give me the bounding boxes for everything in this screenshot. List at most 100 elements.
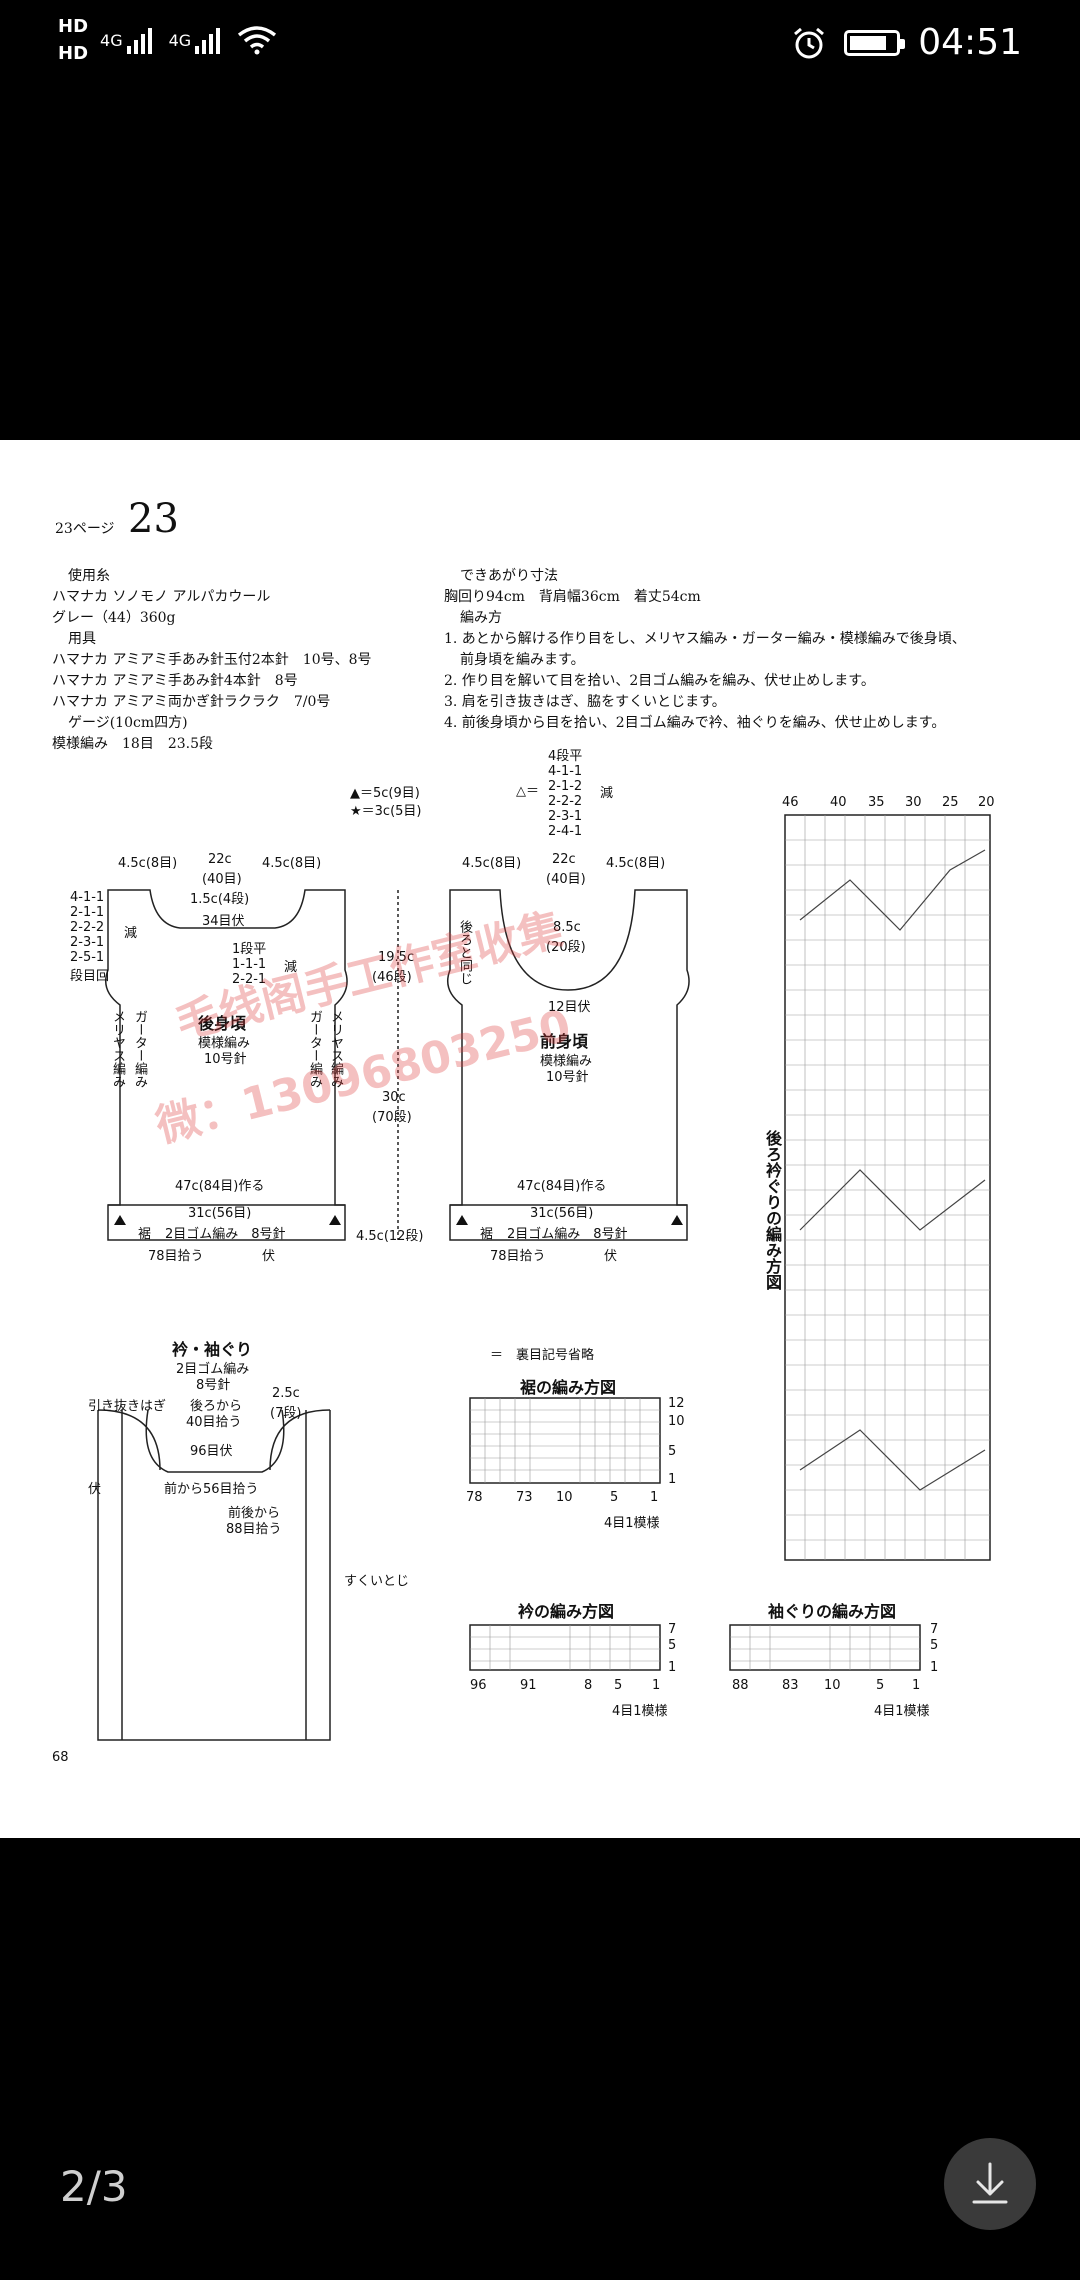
pattern-number: 23 <box>128 496 179 542</box>
legend-row: 4-1-1 <box>548 764 583 779</box>
legend-row: 2-3-1 <box>548 809 583 824</box>
front-bind: 伏 <box>604 1249 618 1264</box>
back-side-left-2: ガーター編み <box>132 1010 147 1088</box>
collar-front-pickup: 前から56目拾う <box>164 1482 259 1497</box>
clock: 04:51 <box>918 22 1022 63</box>
back-bind: 伏 <box>262 1249 276 1264</box>
back-neck-col-label: 40 <box>830 795 847 810</box>
diagram-lines <box>97 814 991 1741</box>
download-button[interactable] <box>944 2138 1036 2230</box>
hem-x-label: 5 <box>610 1490 619 1505</box>
sleeve-chart-title: 袖ぐりの編み方図 <box>768 1602 897 1621</box>
front-subtitle: 模様編み <box>540 1054 593 1069</box>
back-rib-label: 裾 <box>138 1227 152 1242</box>
sleeve-y-label: 1 <box>930 1660 939 1675</box>
download-icon <box>972 2162 1008 2204</box>
collar-repeat: 4目1模様 <box>612 1704 668 1719</box>
back-decrease-label: 減 <box>124 926 138 941</box>
chart-legend: ＝ 裏目記号省略 <box>490 1348 595 1363</box>
armhole-row: 4-1-1 <box>70 890 105 905</box>
method-step: 3. 肩を引き抜きはぎ、脇をすくいとじます。 <box>444 694 726 710</box>
wifi-icon <box>238 26 277 55</box>
page-indicator: 2/3 <box>60 2162 128 2211</box>
neck-row: 2-2-1 <box>232 972 267 987</box>
height-armhole-rows: (46段) <box>372 970 412 985</box>
legend-row: 2-2-2 <box>548 794 583 809</box>
knitting-diagram: ▲＝5c(9目) ★＝3c(5目) △＝ 4段平 4-1-1 2-1-2 2-2… <box>0 749 1080 1750</box>
method-step: 1. あとから解ける作り目をし、メリヤス編み・ガーター編み・模様編みで後身頃、 <box>444 631 966 647</box>
armhole-row: 2-3-1 <box>70 935 105 950</box>
collar-subtitle: 2目ゴム編み <box>176 1362 250 1377</box>
legend-open-triangle: △＝ <box>516 784 539 799</box>
collar-needle: 8号針 <box>196 1378 231 1393</box>
height-armhole: 19.5c <box>378 950 415 965</box>
sleeve-pickup: 88目拾う <box>226 1522 282 1537</box>
front-neck-depth-rows: (20段) <box>546 940 586 955</box>
back-neck-col-label: 30 <box>905 795 922 810</box>
side-seam: すくいとじ <box>344 1574 410 1589</box>
back-neck-decrease: 減 <box>284 960 298 975</box>
hem-y-label: 5 <box>668 1444 677 1459</box>
front-neck-width: 22c <box>552 852 576 867</box>
back-neck-col-label: 20 <box>978 795 995 810</box>
sleeve-x-label: 1 <box>912 1678 921 1693</box>
materials-block: 使用糸 ハマナカ ソノモノ アルパカウール グレー（44）360g 用具 ハマナ… <box>52 566 372 755</box>
back-neck-col-label: 25 <box>942 795 959 810</box>
hem-x-label: 78 <box>466 1490 483 1505</box>
tools-line: ハマナカ アミアミ手あみ針玉付2本針 10号、8号 <box>52 652 372 668</box>
row-index-label: 段目回 <box>70 969 110 984</box>
collar-y-label: 1 <box>668 1660 677 1675</box>
method-step-cont: 前身頃を編みます。 <box>460 652 585 668</box>
materials-line: グレー（44）360g <box>52 610 176 626</box>
tools-line: ハマナカ アミアミ両かぎ針ラクラク 7/0号 <box>52 694 331 710</box>
front-shoulder-left: 4.5c(8目) <box>462 856 522 871</box>
back-side-right-2: メリヤス編み <box>328 1010 343 1088</box>
collar-x-label: 5 <box>614 1678 623 1693</box>
signal-icon <box>126 28 152 54</box>
legend-star: ★＝3c(5目) <box>350 804 422 819</box>
back-neck-width: 22c <box>208 852 232 867</box>
armhole-row: 2-1-1 <box>70 905 105 920</box>
collar-x-label: 1 <box>652 1678 661 1693</box>
back-needle: 10号針 <box>204 1052 247 1067</box>
signal-icon <box>195 28 221 54</box>
method-step: 2. 作り目を解いて目を拾い、2目ゴム編みを編み、伏せ止めします。 <box>444 673 875 689</box>
front-bind-off: 12目伏 <box>548 1000 591 1015</box>
status-left: HD HD 4G 4G <box>58 16 277 64</box>
collar-x-label: 8 <box>584 1678 593 1693</box>
armhole-row: 2-2-2 <box>70 920 105 935</box>
neck-row: 1段平 <box>232 942 267 957</box>
height-body: 30c <box>382 1090 406 1105</box>
net2-label: 4G <box>168 30 192 50</box>
front-neck-depth: 8.5c <box>553 920 581 935</box>
hem-x-label: 1 <box>650 1490 659 1505</box>
status-bar: HD HD 4G 4G <box>0 0 1080 92</box>
front-needle: 10号針 <box>546 1070 589 1085</box>
page-number: 68 <box>52 1750 69 1765</box>
tools-heading: 用具 <box>68 631 96 647</box>
back-neck-chart-title: 後ろ衿ぐりの編み方図 <box>763 1130 782 1290</box>
front-title: 前身頃 <box>540 1032 589 1051</box>
collar-depth: 2.5c <box>272 1386 300 1401</box>
signal-1: 4G <box>100 26 157 54</box>
back-neck-col-label: 46 <box>782 795 799 810</box>
status-right: 04:51 <box>792 22 1022 63</box>
back-side-left-1: メリヤス編み <box>110 1010 125 1088</box>
legend-open-rows: 4段平 4-1-1 2-1-2 2-2-2 2-3-1 2-4-1 <box>548 745 582 839</box>
front-width: 31c(56目) <box>530 1206 594 1221</box>
neck-row: 1-1-1 <box>232 957 267 972</box>
gauge-line: 模様編み 18目 23.5段 <box>52 736 213 752</box>
collar-title: 衿・袖ぐり <box>172 1340 253 1359</box>
back-shoulder-left: 4.5c(8目) <box>118 856 178 871</box>
front-cast-on: 47c(84目)作る <box>517 1179 607 1194</box>
method-heading: 編み方 <box>460 610 502 626</box>
legend-row: 2-4-1 <box>548 824 583 839</box>
hd2-label: HD <box>58 43 89 64</box>
sleeve-x-label: 5 <box>876 1678 885 1693</box>
armhole-row: 2-5-1 <box>70 950 105 965</box>
legend-triangle: ▲＝5c(9目) <box>350 786 420 801</box>
hem-x-label: 10 <box>556 1490 573 1505</box>
materials-heading: 使用糸 <box>68 568 110 584</box>
collar-back-pickup: 40目拾う <box>186 1415 242 1430</box>
collar-bind: 伏 <box>88 1482 102 1497</box>
